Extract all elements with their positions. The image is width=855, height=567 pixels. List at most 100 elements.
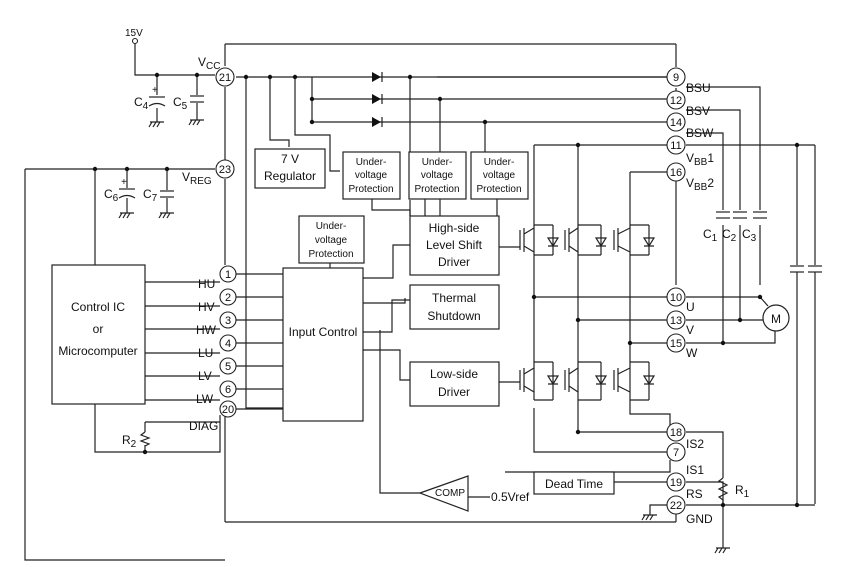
c5-label: C5 — [173, 95, 188, 112]
c7-label: C7 — [143, 187, 158, 204]
svg-text:22: 22 — [670, 500, 682, 512]
low-side-driver-block: Low-side Driver — [409, 361, 500, 407]
svg-text:HW: HW — [196, 323, 217, 337]
svg-text:BSU: BSU — [686, 81, 711, 95]
svg-text:COMP: COMP — [435, 488, 465, 499]
svg-text:HV: HV — [198, 300, 215, 314]
svg-text:DIAG: DIAG — [189, 419, 218, 433]
pin-19: 19 RS — [666, 472, 703, 501]
pin-21: 21 VCC — [198, 55, 235, 87]
junction-dots — [92, 72, 800, 508]
svg-text:20: 20 — [222, 404, 234, 416]
svg-text:11: 11 — [670, 140, 681, 152]
svg-text:RS: RS — [686, 487, 703, 501]
svg-text:21: 21 — [219, 72, 231, 84]
svg-text:Shutdown: Shutdown — [427, 309, 480, 323]
svg-text:19: 19 — [670, 477, 682, 489]
pin-12: 12 BSV — [666, 90, 710, 118]
uvp-block-2: Under- voltage Protection — [408, 151, 467, 200]
pin-2: 2 HV — [198, 288, 237, 314]
svg-text:VBB2: VBB2 — [686, 176, 714, 193]
svg-text:12: 12 — [670, 95, 682, 107]
bootstrap-diodes — [372, 72, 383, 127]
svg-text:IS2: IS2 — [686, 437, 704, 451]
ground-symbols — [118, 119, 730, 554]
pin-18: 18 IS2 — [666, 422, 704, 451]
svg-text:HU: HU — [198, 277, 215, 291]
svg-text:4: 4 — [225, 338, 231, 350]
svg-text:Level Shift: Level Shift — [426, 238, 483, 252]
uvp-block-3: Under- voltage Protection — [470, 151, 529, 200]
svg-text:5: 5 — [225, 361, 231, 373]
igbt-bridge — [519, 224, 656, 401]
dead-time-block: Dead Time — [533, 471, 615, 495]
svg-text:6: 6 — [225, 384, 231, 396]
svg-text:U: U — [686, 300, 695, 314]
pin-10: 10 U — [666, 287, 695, 314]
svg-text:Protection: Protection — [414, 184, 459, 195]
svg-text:Protection: Protection — [348, 184, 393, 195]
svg-text:or: or — [93, 322, 104, 336]
svg-text:High-side: High-side — [429, 221, 480, 235]
uvp-block-4: Under- voltage Protection — [298, 215, 365, 264]
svg-text:+: + — [152, 85, 158, 96]
svg-text:18: 18 — [670, 427, 682, 439]
svg-text:15: 15 — [670, 338, 682, 350]
svg-text:2: 2 — [225, 292, 231, 304]
svg-text:voltage: voltage — [315, 235, 348, 246]
pin-6: 6 LW — [196, 380, 237, 406]
capacitor-c1 — [716, 211, 730, 219]
svg-text:10: 10 — [670, 292, 682, 304]
svg-text:VCC: VCC — [198, 55, 220, 72]
svg-text:Regulator: Regulator — [264, 169, 316, 183]
r1-label: R1 — [735, 483, 750, 500]
capacitor-c5 — [190, 95, 204, 103]
comparator: COMP 0.5Vref — [418, 475, 530, 512]
resistor-r2 — [139, 431, 151, 447]
svg-text:Under-: Under- — [422, 157, 453, 168]
svg-text:Under-: Under- — [484, 157, 515, 168]
pin-13: 13 V — [666, 310, 694, 337]
c4-label: C4 — [134, 95, 149, 112]
input-control-block: Input Control — [282, 267, 364, 422]
svg-text:Low-side: Low-side — [430, 367, 478, 381]
resistor-r1 — [717, 477, 729, 504]
capacitor-c3 — [753, 211, 767, 219]
svg-text:Microcomputer: Microcomputer — [58, 344, 137, 358]
svg-text:Input Control: Input Control — [289, 325, 358, 339]
c3-label: C3 — [742, 227, 757, 244]
svg-text:Protection: Protection — [476, 184, 521, 195]
uvp-block-1: Under- voltage Protection — [342, 151, 401, 200]
svg-text:14: 14 — [670, 117, 682, 129]
pin-11: 11 VBB1 — [666, 135, 714, 168]
pin-22: 22 GND — [666, 495, 713, 526]
svg-text:voltage: voltage — [421, 170, 454, 181]
svg-text:1: 1 — [225, 269, 231, 281]
svg-text:W: W — [686, 346, 698, 360]
svg-text:voltage: voltage — [355, 170, 388, 181]
svg-text:Driver: Driver — [438, 385, 470, 399]
wiring — [24, 41, 816, 561]
pin-1: 1 HU — [198, 265, 237, 291]
svg-text:LV: LV — [198, 369, 212, 383]
regulator-block: 7 V Regulator — [254, 148, 326, 189]
svg-text:VBB1: VBB1 — [686, 151, 714, 168]
svg-text:BSW: BSW — [686, 126, 714, 140]
pin-3: 3 HW — [196, 311, 237, 337]
svg-text:BSV: BSV — [686, 104, 710, 118]
svg-text:M: M — [771, 312, 781, 326]
svg-text:13: 13 — [670, 315, 682, 327]
pin-4: 4 LU — [198, 334, 237, 360]
svg-text:3: 3 — [225, 315, 231, 327]
pin-7: 7 IS1 — [666, 442, 704, 477]
capacitor-c4: + — [148, 85, 166, 107]
pin-9: 9 BSU — [666, 67, 711, 95]
c6-label: C6 — [104, 187, 119, 204]
svg-text:0.5Vref: 0.5Vref — [491, 490, 530, 504]
capacitor-c6: + — [118, 177, 136, 199]
control-ic-block: Control IC or Microcomputer — [51, 264, 146, 405]
r2-label: R2 — [122, 433, 137, 450]
svg-text:Under-: Under- — [356, 157, 387, 168]
svg-text:23: 23 — [219, 164, 231, 176]
